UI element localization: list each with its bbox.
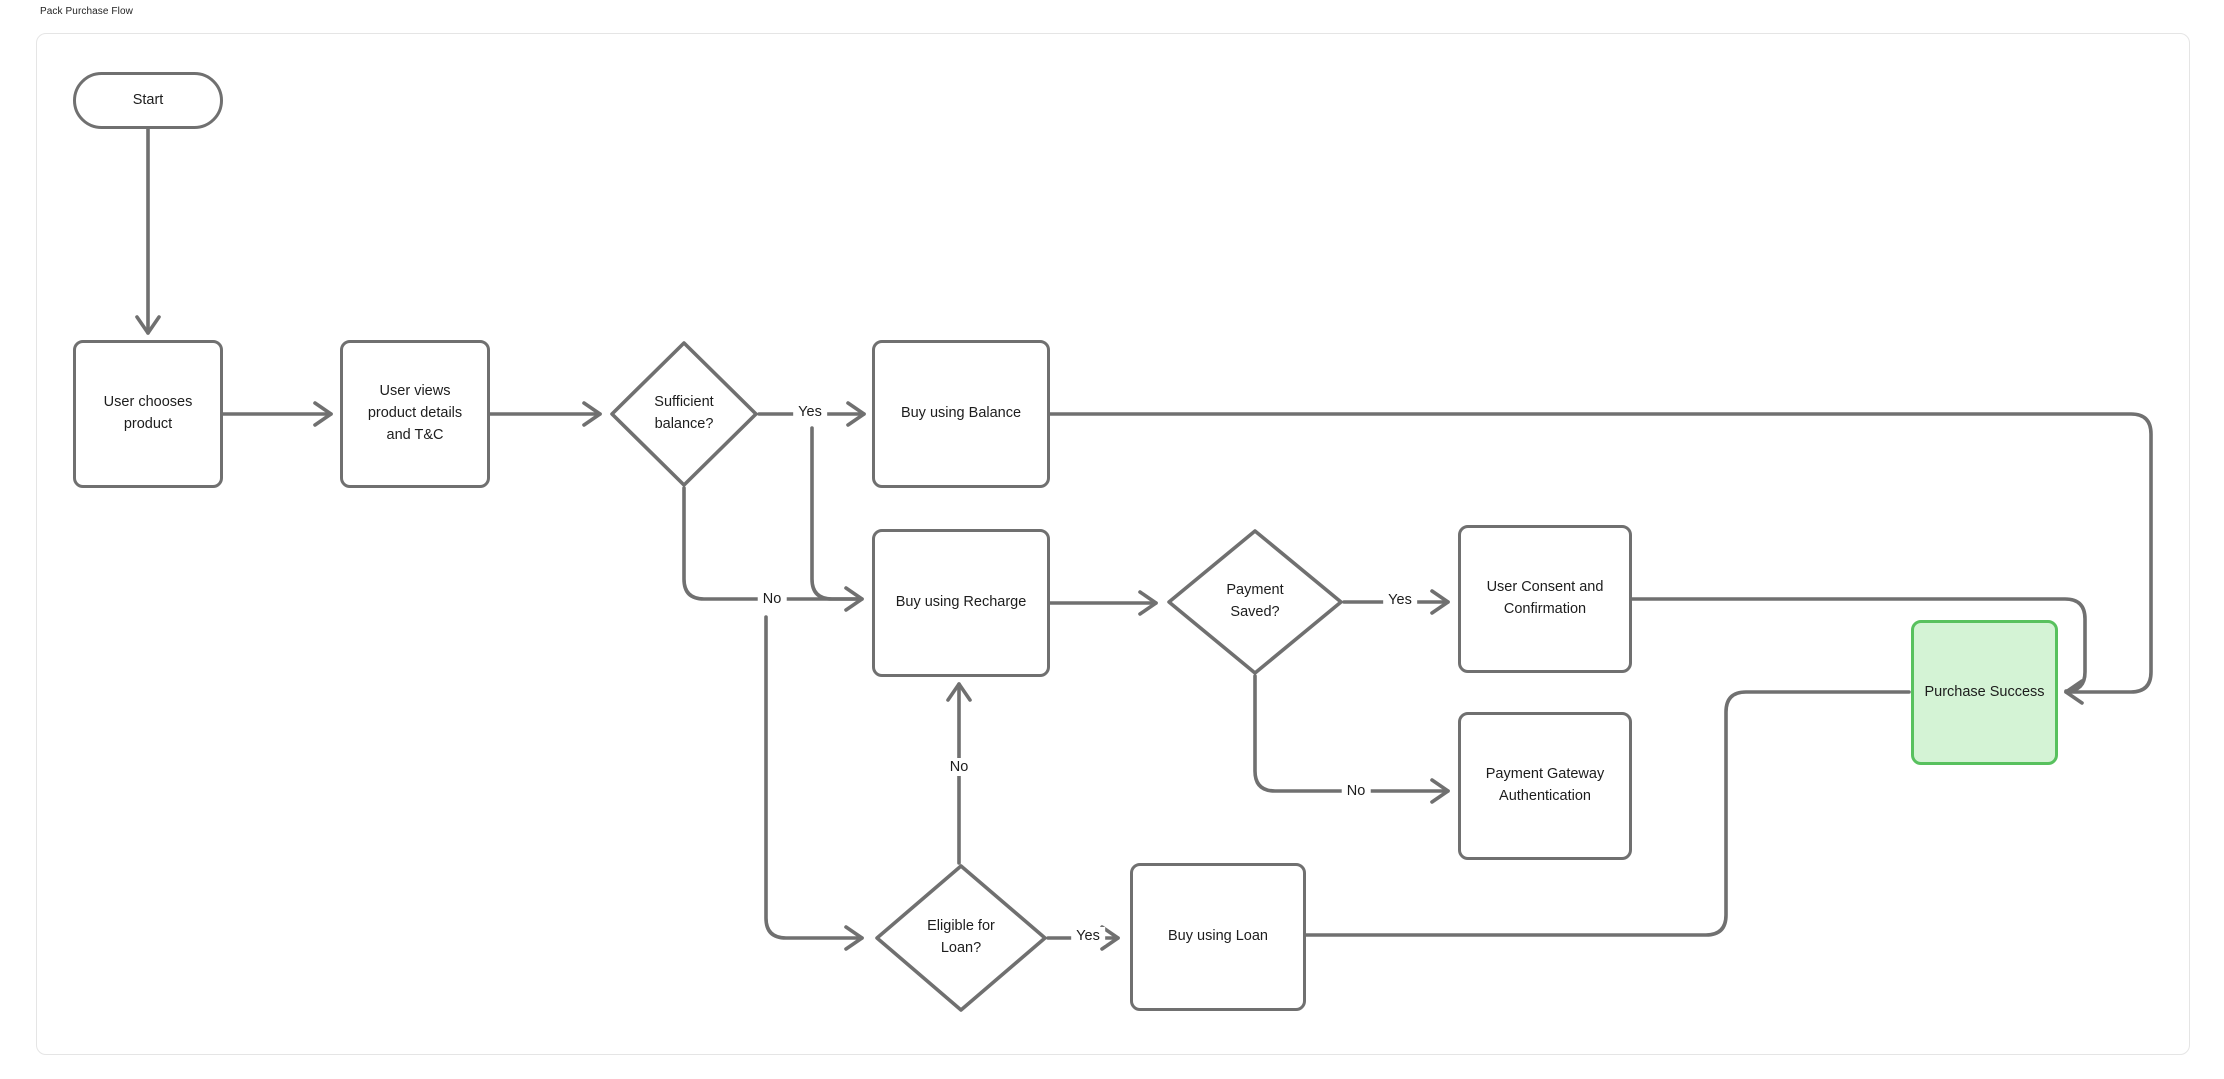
node-purchase-success[interactable]: Purchase Success [1911,620,2058,765]
node-payment-gateway-auth[interactable]: Payment Gateway Authentication [1458,712,1632,860]
edge-label-payment-saved-yes[interactable]: Yes [1383,591,1417,609]
node-start[interactable]: Start [73,72,223,129]
node-sufficient-balance-label: Sufficient balance? [654,394,714,432]
node-user-consent-label: User Consent and Confirmation [1486,579,1604,617]
diagram-canvas [36,33,2190,1055]
node-start-label: Start [132,91,164,108]
node-payment-gateway-auth-label: Payment Gateway Authentication [1485,766,1605,804]
diamond-shape [875,864,1047,1012]
diagram-title: Pack Purchase Flow [40,6,133,17]
node-buy-using-recharge-label: Buy using Recharge [895,594,1027,611]
edge-label-eligible-loan-yes[interactable]: Yes [1071,927,1105,945]
node-buy-using-recharge[interactable]: Buy using Recharge [872,529,1050,677]
node-user-views-details-label: User views product details and T&C [367,383,463,443]
edge-label-payment-saved-no[interactable]: No [1341,782,1371,800]
diamond-shape [610,341,758,487]
node-user-chooses-product[interactable]: User chooses product [73,340,223,488]
node-user-chooses-product-label: User chooses product [103,394,193,432]
node-sufficient-balance[interactable]: Sufficient balance? [609,340,759,488]
node-user-views-details[interactable]: User views product details and T&C [340,340,490,488]
edge-label-sufficient-no[interactable]: No [757,590,787,608]
node-eligible-for-loan-label: Eligible for Loan? [927,918,995,956]
node-payment-saved[interactable]: Payment Saved? [1166,528,1344,676]
node-buy-using-balance-label: Buy using Balance [900,405,1022,422]
diamond-shape [1167,529,1343,675]
node-payment-saved-label: Payment Saved? [1226,582,1284,620]
edge-label-sufficient-yes[interactable]: Yes [793,403,827,421]
node-buy-using-balance[interactable]: Buy using Balance [872,340,1050,488]
node-buy-using-loan-label: Buy using Loan [1168,928,1268,945]
node-purchase-success-label: Purchase Success [1924,683,2045,700]
node-eligible-for-loan[interactable]: Eligible for Loan? [874,863,1048,1013]
edge-label-eligible-loan-no[interactable]: No [944,758,974,776]
node-buy-using-loan[interactable]: Buy using Loan [1130,863,1306,1011]
node-user-consent[interactable]: User Consent and Confirmation [1458,525,1632,673]
